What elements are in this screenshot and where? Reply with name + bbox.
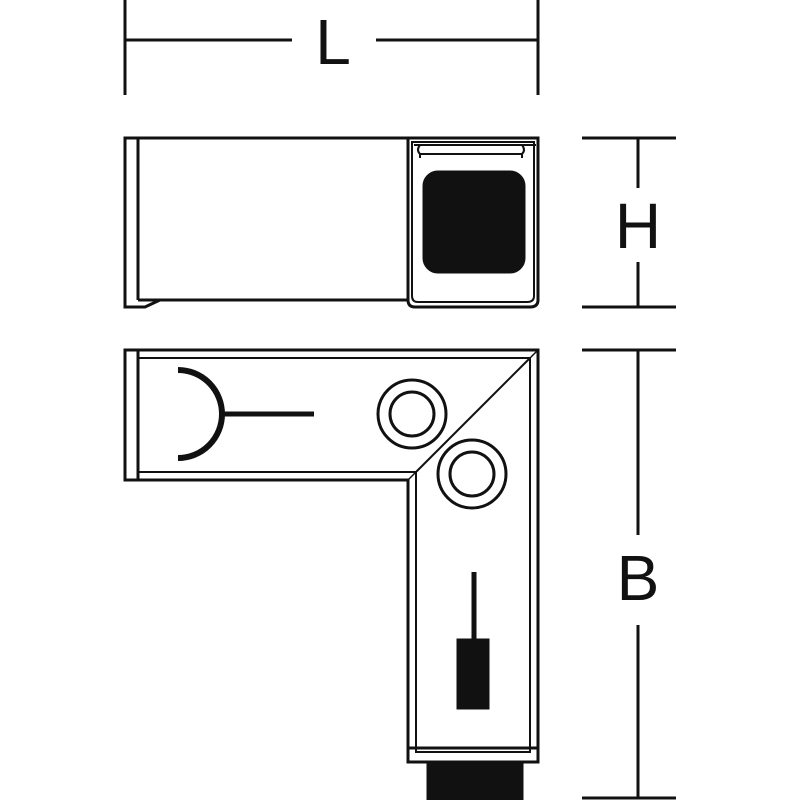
mounting-hole-2-inner [448,450,496,498]
end-cap-opening [422,170,526,274]
dimension-b [582,348,676,800]
mounting-hole-1-outer [376,378,448,450]
plan-view [123,348,540,800]
side-view [123,136,540,309]
cable-entry-arc [177,367,225,461]
plan-view-inner-outline [138,357,531,753]
side-view-outline [123,136,540,309]
mounting-hole-2-outer [436,438,508,510]
dimension-h-label: H [615,190,661,262]
end-cap-clip [414,144,536,158]
end-cap-frame [411,141,535,303]
dimension-b-label: B [617,542,660,614]
bottom-connector [426,762,524,800]
dimension-h [582,136,676,309]
miter-joint-outer [407,349,539,481]
terminal-block [456,638,490,710]
dimension-l [123,0,540,95]
dimension-l-label: L [315,6,351,78]
mounting-hole-1-inner [388,390,436,438]
